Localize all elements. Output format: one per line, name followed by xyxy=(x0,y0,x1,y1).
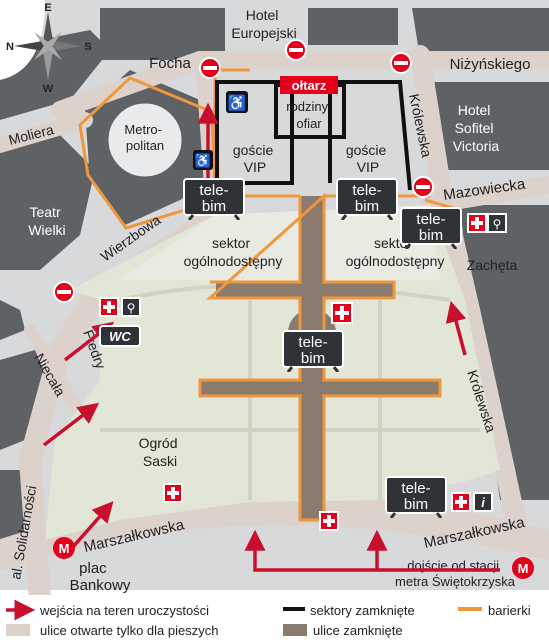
svg-text:ulice otwarte tylko dla pieszy: ulice otwarte tylko dla pieszych xyxy=(40,623,218,638)
street-nizynskiego: Niżyńskiego xyxy=(450,56,531,73)
svg-text:M: M xyxy=(518,561,529,576)
svg-text:WC: WC xyxy=(109,329,131,344)
telebim-screen: tele-bim xyxy=(336,178,398,220)
svg-text:wejścia na teren uroczystości: wejścia na teren uroczystości xyxy=(39,603,209,618)
legend-barriers: barierki xyxy=(458,603,531,618)
plac-bankowy-label: plac Bankowy xyxy=(70,560,131,594)
svg-text:M: M xyxy=(59,541,70,556)
svg-text:⚲: ⚲ xyxy=(493,217,502,231)
legend-entrances: wejścia na teren uroczystości xyxy=(6,599,209,621)
first-aid-icon xyxy=(163,483,183,503)
svg-text:sektory zamknięte: sektory zamknięte xyxy=(310,603,415,618)
legend-closed-sectors: sektory zamknięte xyxy=(283,603,415,618)
svg-text:ołtarz: ołtarz xyxy=(292,78,327,93)
no-entry-icon xyxy=(53,281,75,303)
no-entry-signs xyxy=(53,39,434,303)
legend-background xyxy=(0,595,549,640)
svg-text:tele-bim: tele-bim xyxy=(199,182,228,215)
svg-text:⚲: ⚲ xyxy=(127,301,136,315)
metropolitan-building xyxy=(85,70,205,225)
street-focha: Focha xyxy=(149,55,191,72)
telebim-screen: tele-bim xyxy=(282,330,344,372)
telebim-screen: tele-bim xyxy=(385,476,447,518)
info-icon: i xyxy=(473,492,493,512)
no-entry-icon xyxy=(412,176,434,198)
svg-text:♿: ♿ xyxy=(195,153,211,168)
zacheta-label: Zachęta xyxy=(467,257,518,273)
legend-pedestrian-streets: ulice otwarte tylko dla pieszych xyxy=(6,623,218,638)
rodziny-ofiar-label: rodziny ofiar xyxy=(286,99,332,131)
hotel-sofitel-label: Hotel Sofitel Victoria xyxy=(453,102,500,154)
first-aid-icon xyxy=(451,492,471,512)
svg-text:tele-bim: tele-bim xyxy=(401,480,430,513)
no-entry-icon xyxy=(285,39,307,61)
svg-text:♿: ♿ xyxy=(228,94,247,112)
water-tap-icon: ⚲ xyxy=(487,213,507,233)
svg-text:E: E xyxy=(44,2,51,14)
goscie-vip-left-label: goście VIP xyxy=(233,142,277,175)
water-tap-icon: ⚲ xyxy=(121,297,141,317)
svg-text:tele-bim: tele-bim xyxy=(352,182,381,215)
metro-walk-label: dojście od stacji metra Świętokrzyska xyxy=(395,558,516,589)
teatr-wielki-label: Teatr Wielki xyxy=(28,204,65,238)
wc-icon: WC xyxy=(99,325,141,347)
svg-text:S: S xyxy=(84,41,91,53)
metropolitan-label: Metro- politan xyxy=(124,122,165,153)
wheelchair-icon: ♿ xyxy=(226,91,248,113)
svg-text:barierki: barierki xyxy=(488,603,531,618)
first-aid-icon xyxy=(99,297,119,317)
oltarz-label: ołtarz xyxy=(280,76,338,94)
metro-icon: M xyxy=(512,557,534,579)
legend-closed-streets: ulice zamknięte xyxy=(283,623,403,638)
plaza xyxy=(120,205,440,280)
first-aid-icon xyxy=(319,511,339,531)
metro-icon: M xyxy=(53,537,75,559)
street-hotel-europejski: Hotel Europejski xyxy=(231,7,296,41)
svg-text:N: N xyxy=(6,41,14,53)
wheelchair-icon: ♿ xyxy=(193,150,213,170)
svg-text:W: W xyxy=(43,83,54,95)
goscie-vip-right-label: goście VIP xyxy=(346,142,390,175)
no-entry-icon xyxy=(390,52,412,74)
legend: wejścia na teren uroczystości sektory za… xyxy=(6,599,531,638)
svg-text:i: i xyxy=(481,495,485,510)
first-aid-icon xyxy=(331,302,353,324)
svg-text:tele-bim: tele-bim xyxy=(416,211,445,244)
compass-rose-icon: E W N S xyxy=(0,0,92,95)
svg-text:ulice zamknięte: ulice zamknięte xyxy=(313,623,403,638)
sektor-left-label: sektor ogólnodostępny xyxy=(184,235,283,269)
telebim-screen: tele-bim xyxy=(183,178,245,220)
svg-text:tele-bim: tele-bim xyxy=(298,334,327,367)
telebim-screen: tele-bim xyxy=(400,207,462,249)
ogrod-saski-label: Ogród Saski xyxy=(139,435,182,469)
no-entry-icon xyxy=(199,57,221,79)
first-aid-icon xyxy=(467,213,487,233)
